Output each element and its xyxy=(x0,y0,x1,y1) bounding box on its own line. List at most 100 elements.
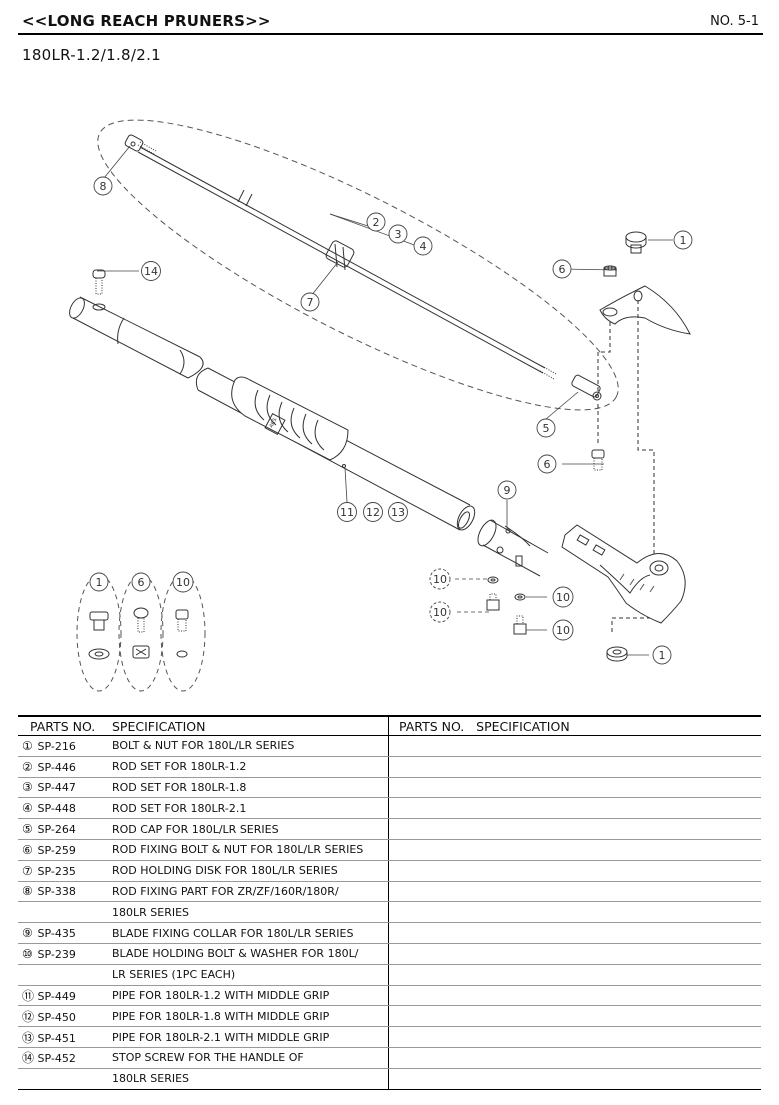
part-number: SP-264 xyxy=(37,823,76,837)
kit-1-bolt-nut xyxy=(88,611,110,660)
callout-5: 5 xyxy=(543,422,550,435)
specification-cell: ROD CAP FOR 180L/LR SERIES xyxy=(108,818,389,840)
callout-10-c: 10 xyxy=(556,591,570,604)
document-number: NO. 5-1 xyxy=(710,14,759,29)
specification-cell: ROD SET FOR 180LR-2.1 xyxy=(108,797,389,820)
model-name: 180LR-1.2/1.8/2.1 xyxy=(22,46,161,64)
part-index-mark: ④ xyxy=(22,801,33,816)
pipe-upper-section xyxy=(69,296,204,379)
specification-cell: BLADE FIXING COLLAR FOR 180L/LR SERIES xyxy=(108,922,389,944)
specification-cell: STOP SCREW FOR THE HANDLE OF xyxy=(108,1047,389,1069)
empty-right-cell xyxy=(388,964,761,986)
part-number: SP-447 xyxy=(37,781,76,795)
part-number: SP-259 xyxy=(37,843,76,857)
part-number: SP-235 xyxy=(37,864,76,878)
specification-cell: PIPE FOR 180LR-2.1 WITH MIDDLE GRIP xyxy=(108,1026,389,1048)
part-number: SP-448 xyxy=(37,802,76,816)
part-number-cell: ⑥ SP-259 xyxy=(18,839,108,861)
part-index-mark: ⑭ xyxy=(22,1051,35,1066)
part-number: SP-216 xyxy=(37,739,76,753)
kit-10-bolt-washer xyxy=(175,609,189,658)
kit-callout-1: 1 xyxy=(96,576,103,589)
part-index-mark: ⑤ xyxy=(22,822,33,837)
blade-bolt-top xyxy=(625,231,647,254)
upper-blade xyxy=(599,285,691,335)
rod-fixing-bolt xyxy=(591,449,605,471)
part-index-mark: ⑧ xyxy=(22,884,33,899)
part-number: SP-239 xyxy=(37,947,76,961)
part-number: SP-452 xyxy=(37,1052,76,1066)
specification-cell: ROD SET FOR 180LR-1.8 xyxy=(108,777,389,799)
part-number: SP-451 xyxy=(37,1031,76,1045)
rod-holding-disk xyxy=(325,240,355,271)
empty-right-cell xyxy=(388,901,761,924)
callout-1-bottom: 1 xyxy=(659,649,666,662)
empty-right-cell xyxy=(388,756,761,778)
exploded-parts-diagram: 8 2 3 4 1 14 6 7 5 6 9 11 12 13 10 10 10… xyxy=(69,119,693,692)
table-row: ⑤ SP-264 ROD CAP FOR 180L/LR SERIES xyxy=(18,818,761,840)
empty-right-cell xyxy=(388,1005,761,1028)
specification-cell: 180LR SERIES xyxy=(108,1068,389,1090)
table-row: 180LR SERIES xyxy=(18,901,761,924)
document-title: <<LONG REACH PRUNERS>> xyxy=(22,12,271,30)
table-row: 180LR SERIES xyxy=(18,1068,761,1090)
rod-fixing-part xyxy=(124,134,144,152)
part-index-mark: ⑩ xyxy=(22,946,33,961)
callout-7: 7 xyxy=(307,296,314,309)
empty-right-cell xyxy=(388,797,761,820)
part-number: SP-449 xyxy=(37,989,76,1003)
callout-14: 14 xyxy=(144,265,158,278)
callout-12: 12 xyxy=(366,506,380,519)
table-row: ⑨ SP-435 BLADE FIXING COLLAR FOR 180L/LR … xyxy=(18,922,761,944)
specification-cell: ROD SET FOR 180LR-1.2 xyxy=(108,756,389,778)
part-number-cell: ② SP-446 xyxy=(18,756,108,778)
part-number-cell: ④ SP-448 xyxy=(18,797,108,820)
part-number-cell: ⑪ SP-449 xyxy=(18,985,108,1007)
table-row: LR SERIES (1PC EACH) xyxy=(18,964,761,986)
blade-fixing-collar xyxy=(477,519,549,577)
part-number-cell: ③ SP-447 xyxy=(18,777,108,799)
part-index-mark: ③ xyxy=(22,780,33,795)
grip-logo-text: ARS xyxy=(268,417,278,429)
kit-6-bolt-nut xyxy=(132,607,150,659)
part-index-mark: ⑨ xyxy=(22,926,33,941)
callout-1-top: 1 xyxy=(680,234,687,247)
title-rule xyxy=(18,33,763,35)
empty-right-cell xyxy=(388,1047,761,1069)
specification-cell: ROD FIXING BOLT & NUT FOR 180L/LR SERIES xyxy=(108,839,389,861)
spare-kit-groups xyxy=(76,574,206,692)
part-number-cell xyxy=(18,901,108,924)
rod-set-group-outline xyxy=(97,119,619,411)
part-number-cell: ⑧ SP-338 xyxy=(18,881,108,903)
part-number-cell: ⑩ SP-239 xyxy=(18,943,108,965)
specification-cell: BLADE HOLDING BOLT & WASHER FOR 180L/ xyxy=(108,943,389,965)
part-index-mark: ⑥ xyxy=(22,842,33,857)
header-parts-no: PARTS NO. xyxy=(18,715,108,736)
part-index-mark: ⑬ xyxy=(22,1030,35,1045)
parts-table-header: PARTS NO. SPECIFICATION PARTS NO. SPECIF… xyxy=(18,715,761,736)
empty-right-cell xyxy=(388,985,761,1007)
empty-right-cell xyxy=(388,881,761,903)
part-number-cell: ① SP-216 xyxy=(18,735,108,757)
callout-10-b: 10 xyxy=(433,606,447,619)
blade-nut-bottom xyxy=(606,646,628,662)
stop-screw xyxy=(92,269,106,311)
part-number: SP-450 xyxy=(37,1010,76,1024)
specification-cell: PIPE FOR 180LR-1.2 WITH MIDDLE GRIP xyxy=(108,985,389,1007)
callout-11: 11 xyxy=(340,506,354,519)
parts-table: PARTS NO. SPECIFICATION PARTS NO. SPECIF… xyxy=(18,715,761,1090)
empty-right-cell xyxy=(388,818,761,840)
header-right-columns: PARTS NO. SPECIFICATION xyxy=(388,715,761,736)
part-number: SP-435 xyxy=(37,927,76,941)
rod-cap xyxy=(571,374,602,401)
empty-right-cell xyxy=(388,735,761,757)
